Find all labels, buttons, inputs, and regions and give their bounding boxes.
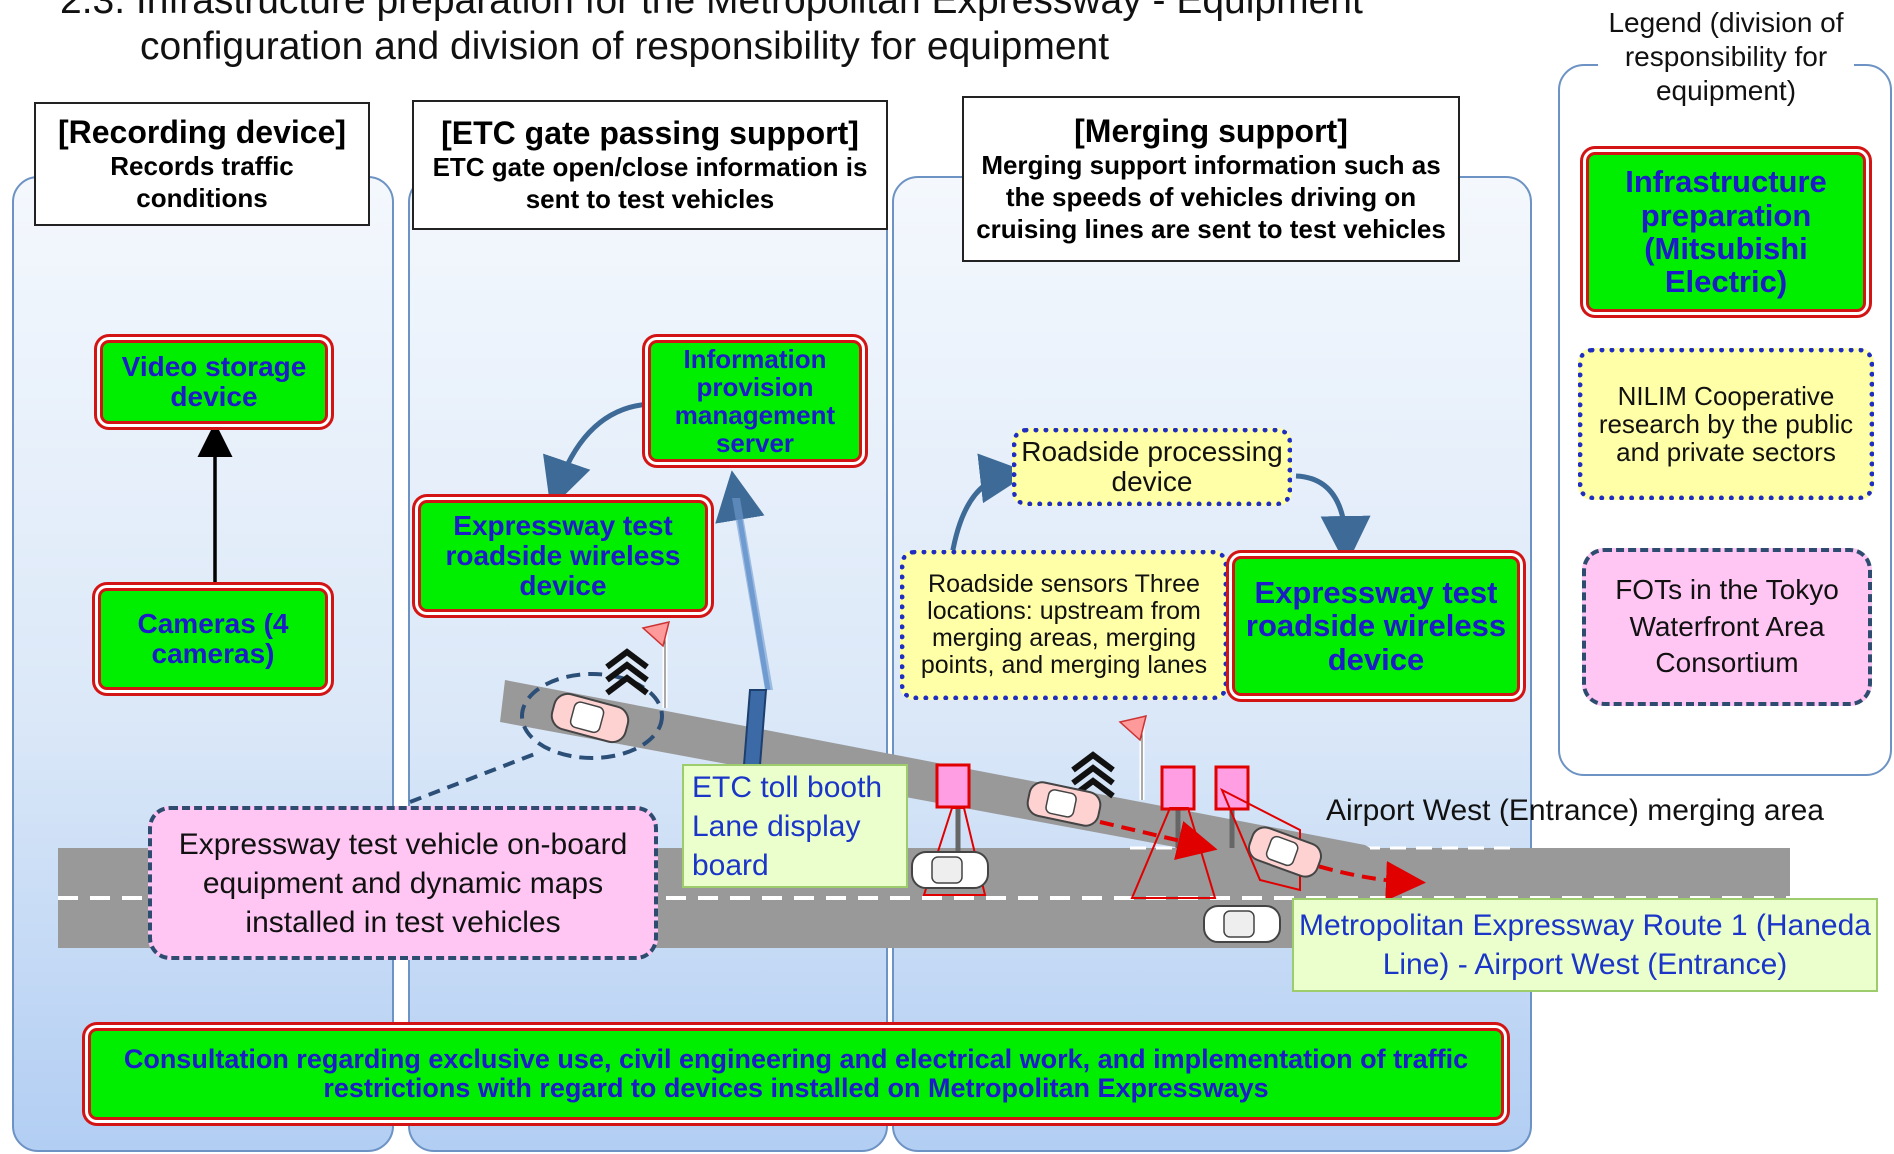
antenna-icon: [1118, 714, 1148, 800]
cameras-box: Cameras (4 cameras): [98, 588, 328, 690]
merge-path-arrow: [1099, 820, 1218, 860]
server-to-wireless-arrow: [543, 401, 651, 509]
antenna-icon: [641, 620, 671, 708]
panel-etc: [408, 176, 888, 1152]
camera-icon: [922, 763, 987, 896]
car-icon: [550, 692, 630, 744]
car-icon: [911, 851, 989, 889]
video-storage-device: Video storage device: [100, 340, 328, 424]
processor-to-wireless-arrow: [1295, 473, 1371, 566]
title-line1: 2.3. Infrastructure preparation for the …: [60, 0, 1363, 22]
merging-area-label: Airport West (Entrance) merging area: [1326, 794, 1824, 827]
etc-heading: [ETC gate passing support]: [441, 115, 859, 151]
roadside-sensors: Roadside sensors Three locations: upstre…: [900, 550, 1228, 700]
toll-arrow-shaft: [732, 498, 773, 690]
etc-subheading: ETC gate open/close information is sent …: [432, 152, 868, 214]
merging-header: [Merging support] Merging support inform…: [962, 96, 1460, 262]
route-label: Metropolitan Expressway Route 1 (Haneda …: [1292, 898, 1878, 992]
onboard-leader-line: [409, 750, 541, 804]
merging-subheading: Merging support information such as the …: [976, 150, 1446, 244]
onboard-equipment-note: Expressway test vehicle on-board equipme…: [148, 806, 658, 960]
consultation-banner: Consultation regarding exclusive use, ci…: [88, 1028, 1504, 1120]
legend-fots: FOTs in the Tokyo Waterfront Area Consor…: [1582, 548, 1872, 706]
legend-nilim: NILIM Cooperative research by the public…: [1578, 348, 1874, 500]
onboard-vehicle-ellipse: [520, 672, 664, 760]
etc-roadside-wireless-device: Expressway test roadside wireless device: [418, 500, 708, 612]
camera-icon: [1214, 765, 1301, 892]
merging-heading: [Merging support]: [1074, 113, 1348, 149]
merging-roadside-wireless-device: Expressway test roadside wireless device: [1232, 556, 1520, 696]
recording-heading: [Recording device]: [57, 114, 347, 150]
roadside-processing-device: Roadside processing device: [1012, 428, 1292, 506]
recording-subheading: Records traffic conditions: [110, 151, 294, 213]
car-icon: [1203, 905, 1281, 943]
merging-ramp: [500, 680, 1370, 880]
legend-infrastructure: Infrastructure preparation (Mitsubishi E…: [1586, 152, 1866, 312]
page-title: 2.3. Infrastructure preparation for the …: [60, 0, 1520, 70]
information-provision-server: Information provision management server: [648, 340, 862, 462]
etc-toll-booth-note: ETC toll booth Lane display board: [682, 764, 908, 888]
recording-header: [Recording device] Records traffic condi…: [34, 102, 370, 226]
title-line2: configuration and division of responsibi…: [140, 25, 1110, 68]
sensor-to-processor-arrow: [949, 453, 1030, 556]
car-icon: [1026, 781, 1102, 827]
etc-header: [ETC gate passing support] ETC gate open…: [412, 100, 888, 230]
car-icon: [1248, 826, 1322, 878]
legend-title: Legend (division of responsibility for e…: [1598, 6, 1854, 110]
